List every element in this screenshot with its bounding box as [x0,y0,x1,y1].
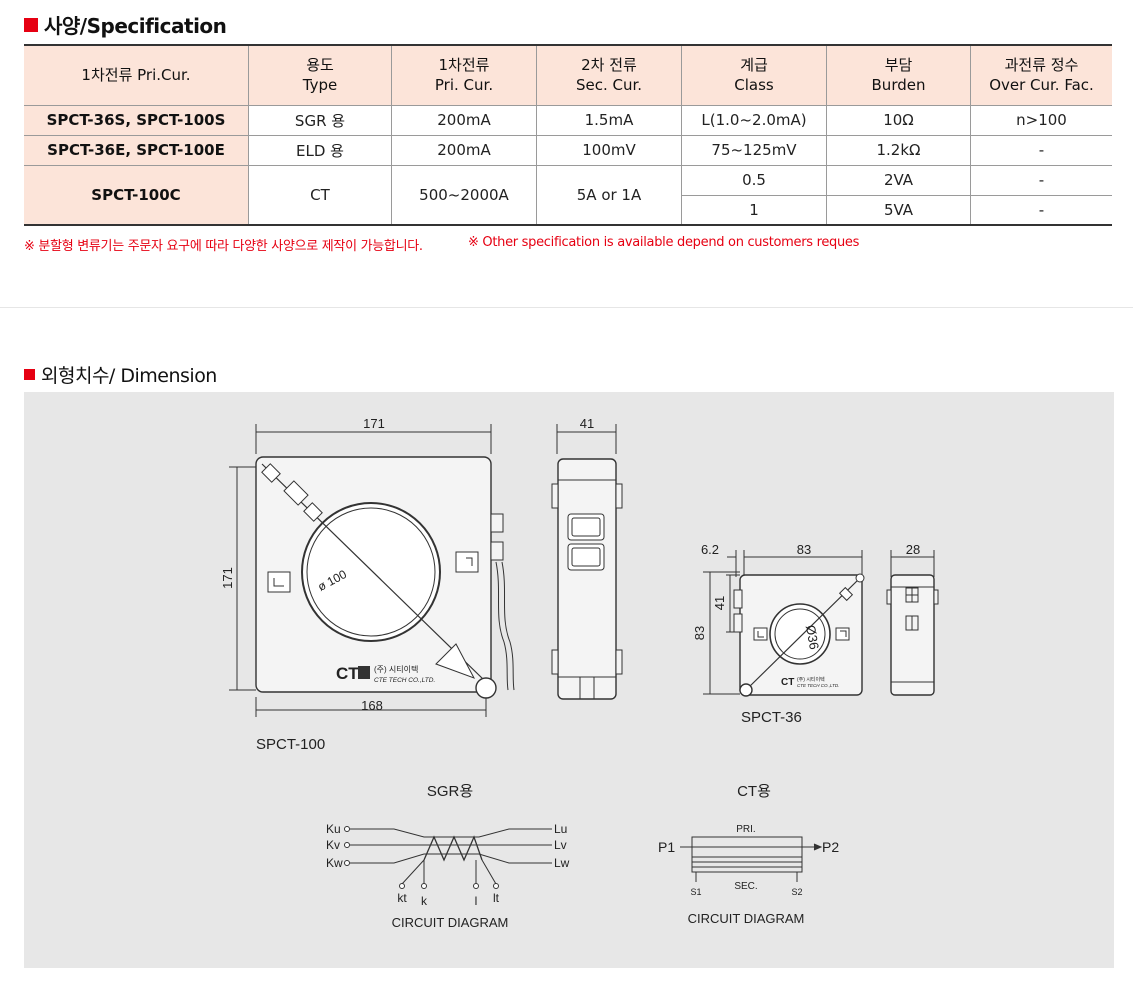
model-cell: SPCT-100C [24,165,249,226]
burden-cell: 5VA [826,195,971,226]
note-english: ※ Other specification is available depen… [468,235,860,250]
dim-spct36-side-width: 28 [906,542,920,557]
class-cell: L(1.0~2.0mA) [681,105,827,136]
spct36-company-ko: (주) 시티이텍 [797,676,825,683]
dimension-section-title: 외형치수/ Dimension [24,361,217,388]
note-korean: ※ 분할형 변류기는 주문자 요구에 따라 다양한 사양으로 제작이 가능합니다… [24,239,423,254]
dim-spct36-width: 83 [797,542,811,557]
spct36-logo: CT [781,677,794,688]
section-divider [0,307,1133,308]
sec-cell: 100mV [536,135,682,166]
spct36-label: SPCT-36 [741,709,802,726]
sgr-kt: kt [397,891,407,905]
ct-p1: P1 [658,839,675,855]
sgr-circuit-diagram [344,826,552,889]
ct-s2: S2 [791,887,802,897]
spct100-logo-mark [358,666,370,679]
spct100-company-en: CTE TECH CO.,LTD. [374,677,435,684]
spct100-company-ko: (주) 시티이텍 [374,664,418,674]
spct36-front-view [703,550,865,697]
dim-spct36-left-offset: 6.2 [701,542,719,557]
sgr-lw: Lw [554,856,570,870]
dim-spct100-width-bottom: 168 [361,698,383,713]
type-cell: CT [248,165,392,226]
dim-spct100-height: 171 [220,567,235,589]
class-cell: 0.5 [681,165,827,196]
sgr-lt: lt [493,891,500,905]
ct-caption: CIRCUIT DIAGRAM [688,911,805,926]
model-cell: SPCT-36E, SPCT-100E [24,135,249,166]
ct-title: CT용 [737,783,771,800]
spct36-company-en: CTE TECH CO.,LTD. [797,683,839,688]
burden-cell: 2VA [826,165,971,196]
ocf-cell: - [970,165,1112,196]
spct100-side-view [551,424,623,700]
type-cell: ELD 용 [248,135,392,166]
table-row: SPCT-36S, SPCT-100S SGR 용 200mA 1.5mA L(… [24,105,1112,136]
table-row: 1 5VA - [24,195,1112,226]
sgr-kw: Kw [326,856,343,870]
dim-spct36-diameter: Ø36 [803,624,822,651]
ct-pri: PRI. [736,824,755,835]
ocf-cell: - [970,195,1112,226]
dim-spct36-height: 83 [692,626,707,640]
spec-section-title: 사양/Specification [24,10,227,39]
sgr-kv: Kv [326,838,340,852]
spct100-label: SPCT-100 [256,736,325,753]
pri-cell: 200mA [391,135,537,166]
table-row: SPCT-100C CT 500~2000A 5A or 1A 0.5 2VA … [24,165,1112,226]
dim-spct100-side-width: 41 [580,416,594,431]
ct-circuit-diagram [680,836,823,882]
sec-cell: 1.5mA [536,105,682,136]
sgr-lu: Lu [554,822,567,836]
dimension-panel: 171 171 168 ø 100 41 CT (주) 시티이텍 CTE TEC… [24,392,1114,968]
class-cell: 1 [681,195,827,226]
spct100-logo: CT [336,664,359,683]
model-cell: SPCT-36S, SPCT-100S [24,105,249,136]
pri-cell: 500~2000A [391,165,537,226]
class-cell: 75~125mV [681,135,827,166]
spct36-side-view [886,550,939,696]
sgr-caption: CIRCUIT DIAGRAM [392,915,509,930]
sgr-ku: Ku [326,822,341,836]
burden-cell: 1.2kΩ [826,135,971,166]
red-square-icon [24,17,38,32]
sgr-title: SGR용 [427,783,473,800]
table-row: SPCT-36E, SPCT-100E ELD 용 200mA 100mV 75… [24,135,1112,166]
sec-cell: 5A or 1A [536,165,682,226]
ocf-cell: - [970,135,1112,166]
spct100-front-view [229,424,515,717]
burden-cell: 10Ω [826,105,971,136]
dim-spct100-width-top: 171 [363,416,385,431]
dimension-drawing: 171 171 168 ø 100 41 CT (주) 시티이텍 CTE TEC… [220,416,939,930]
pri-cell: 200mA [391,105,537,136]
sgr-k: k [421,894,428,908]
dim-spct36-mid-height: 41 [712,596,727,610]
ocf-cell: n>100 [970,105,1112,136]
ct-p2: P2 [822,839,839,855]
ct-sec: SEC. [734,881,757,892]
type-cell: SGR 용 [248,105,392,136]
header-pri-cur-model: 1차전류 Pri.Cur. [24,45,249,106]
sgr-l: l [475,894,478,908]
sgr-lv: Lv [554,838,567,852]
red-square-icon [24,369,35,380]
ct-s1: S1 [690,887,701,897]
